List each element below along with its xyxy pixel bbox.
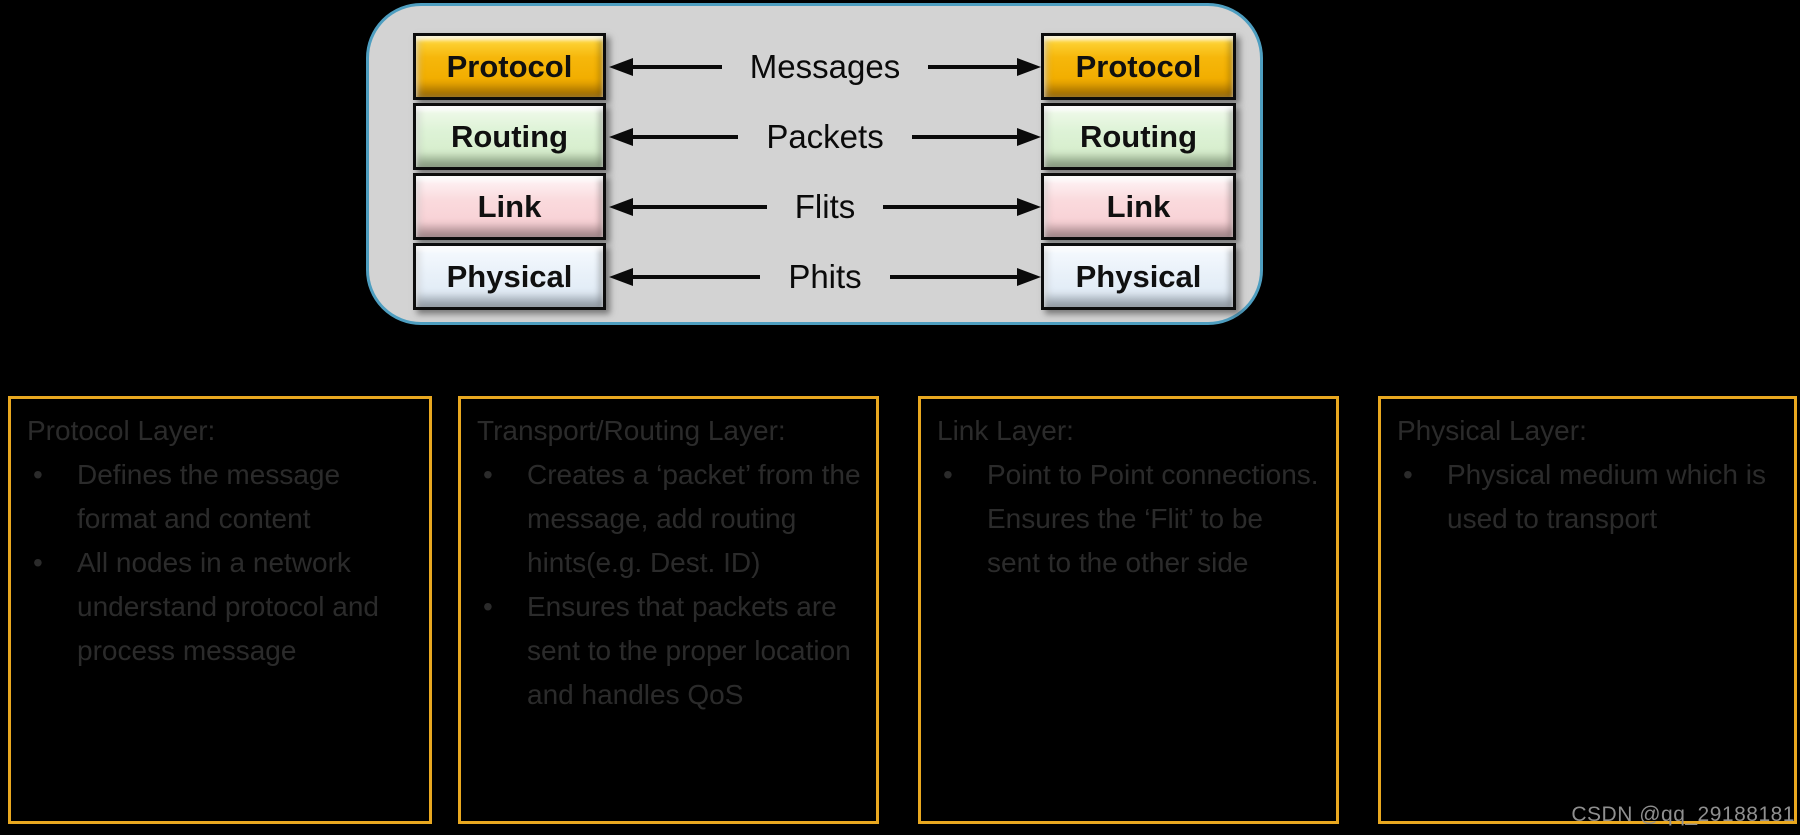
exchange-row-flits: Flits — [609, 173, 1041, 240]
exchange-row-packets: Packets — [609, 103, 1042, 170]
arrow-shaft — [633, 204, 767, 209]
arrow-shaft — [633, 64, 722, 69]
note-bullet: Point to Point connections. Ensures the … — [937, 453, 1322, 585]
arrow-shaft — [911, 134, 1018, 139]
arrow-left-icon — [609, 267, 633, 286]
note-heading: Link Layer: — [937, 415, 1074, 446]
exchange-label: Phits — [788, 257, 862, 295]
note-heading: Physical Layer: — [1397, 415, 1587, 446]
note-heading: Protocol Layer: — [27, 415, 216, 446]
note-box-link-layer: Link Layer: Point to Point connections. … — [918, 396, 1339, 824]
arrow-right-icon — [1017, 197, 1041, 216]
note-bullet: All nodes in a network understand protoc… — [27, 541, 415, 673]
arrow-shaft — [633, 134, 739, 139]
arrow-shaft — [889, 274, 1017, 279]
note-bullet-list: Point to Point connections. Ensures the … — [937, 453, 1322, 585]
note-box-protocol-layer: Protocol Layer: Defines the message form… — [8, 396, 432, 824]
note-bullet: Physical medium which is used to transpo… — [1397, 453, 1780, 541]
exchange-label: Flits — [794, 187, 856, 225]
note-box-transport-routing-layer: Transport/Routing Layer: Creates a ‘pack… — [458, 396, 879, 824]
note-bullet: Creates a ‘packet’ from the message, add… — [477, 453, 862, 585]
left-layer-stack: Protocol Routing Link Physical — [413, 33, 606, 313]
arrow-left-icon — [609, 127, 633, 146]
layer-box-routing: Routing — [1041, 103, 1236, 170]
note-bullet: Defines the message format and content — [27, 453, 415, 541]
exchange-label: Packets — [766, 117, 884, 155]
exchange-label: Messages — [749, 47, 901, 85]
arrow-right-icon — [1017, 267, 1041, 286]
layer-box-physical: Physical — [1041, 243, 1236, 310]
note-heading: Transport/Routing Layer: — [477, 415, 786, 446]
note-bullet-list: Defines the message format and content A… — [27, 453, 415, 673]
exchange-row-phits: Phits — [609, 243, 1041, 310]
arrow-shaft — [928, 64, 1017, 69]
exchange-rows: Messages Packets Flits Phits — [609, 33, 1042, 313]
arrow-shaft — [633, 274, 761, 279]
layer-box-physical: Physical — [413, 243, 606, 310]
arrow-left-icon — [609, 57, 633, 76]
note-bullet-list: Physical medium which is used to transpo… — [1397, 453, 1780, 541]
note-box-physical-layer: Physical Layer: Physical medium which is… — [1378, 396, 1797, 824]
arrow-shaft — [883, 204, 1017, 209]
layer-box-link: Link — [413, 173, 606, 240]
note-bullet-list: Creates a ‘packet’ from the message, add… — [477, 453, 862, 717]
noc-layers-panel: Protocol Routing Link Physical Messages … — [366, 3, 1263, 325]
right-layer-stack: Protocol Routing Link Physical — [1041, 33, 1236, 313]
layer-box-routing: Routing — [413, 103, 606, 170]
layer-box-link: Link — [1041, 173, 1236, 240]
note-bullet: Ensures that packets are sent to the pro… — [477, 585, 862, 717]
arrow-right-icon — [1017, 127, 1042, 146]
arrow-left-icon — [609, 197, 633, 216]
layer-box-protocol: Protocol — [1041, 33, 1236, 100]
layer-box-protocol: Protocol — [413, 33, 606, 100]
exchange-row-messages: Messages — [609, 33, 1041, 100]
csdn-watermark: CSDN @qq_29188181 — [1571, 803, 1795, 826]
arrow-right-icon — [1017, 57, 1041, 76]
